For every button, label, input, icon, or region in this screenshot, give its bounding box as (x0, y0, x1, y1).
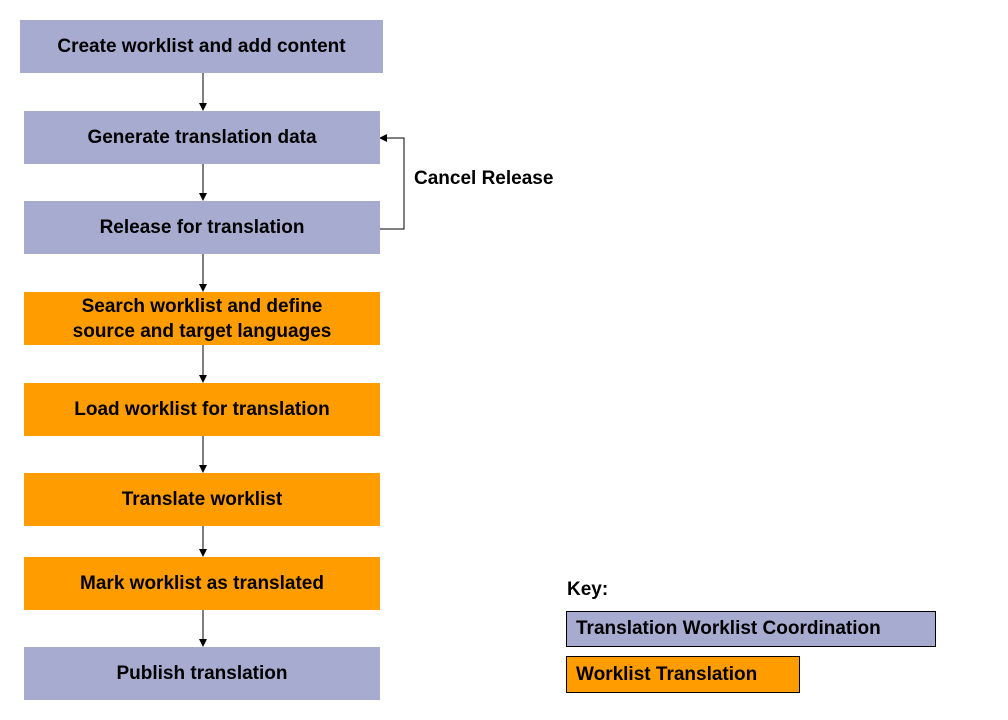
step-generate-translation-data: Generate translation data (24, 111, 380, 164)
step-translate-worklist-label: Translate worklist (121, 489, 283, 510)
step-create-worklist: Create worklist and add content (20, 20, 383, 73)
step-generate-translation-data-label: Generate translation data (87, 127, 317, 148)
step-create-worklist-label: Create worklist and add content (57, 36, 346, 57)
step-search-worklist: Search worklist and define source and ta… (24, 292, 380, 345)
step-load-worklist-label: Load worklist for translation (74, 399, 330, 420)
step-mark-worklist-translated: Mark worklist as translated (24, 557, 380, 610)
key-item-coordination-label: Translation Worklist Coordination (576, 618, 881, 639)
step-search-worklist-label: Search worklist and define source and ta… (72, 295, 332, 342)
key-title: Key: (567, 579, 609, 600)
step-mark-worklist-translated-label: Mark worklist as translated (80, 573, 324, 594)
step-translate-worklist: Translate worklist (24, 473, 380, 526)
cancel-release-label: Cancel Release (414, 168, 554, 189)
step-release-for-translation-label: Release for translation (99, 217, 305, 238)
step-release-for-translation: Release for translation (24, 201, 380, 254)
key-item-translation-label: Worklist Translation (576, 663, 758, 685)
step-publish-translation: Publish translation (24, 647, 380, 700)
key-item-translation: Worklist Translation (566, 656, 800, 693)
key-item-coordination: Translation Worklist Coordination (566, 611, 936, 647)
step-load-worklist: Load worklist for translation (24, 383, 380, 436)
step-publish-translation-label: Publish translation (116, 663, 288, 684)
cancel-release-loop-arrow (379, 134, 405, 230)
